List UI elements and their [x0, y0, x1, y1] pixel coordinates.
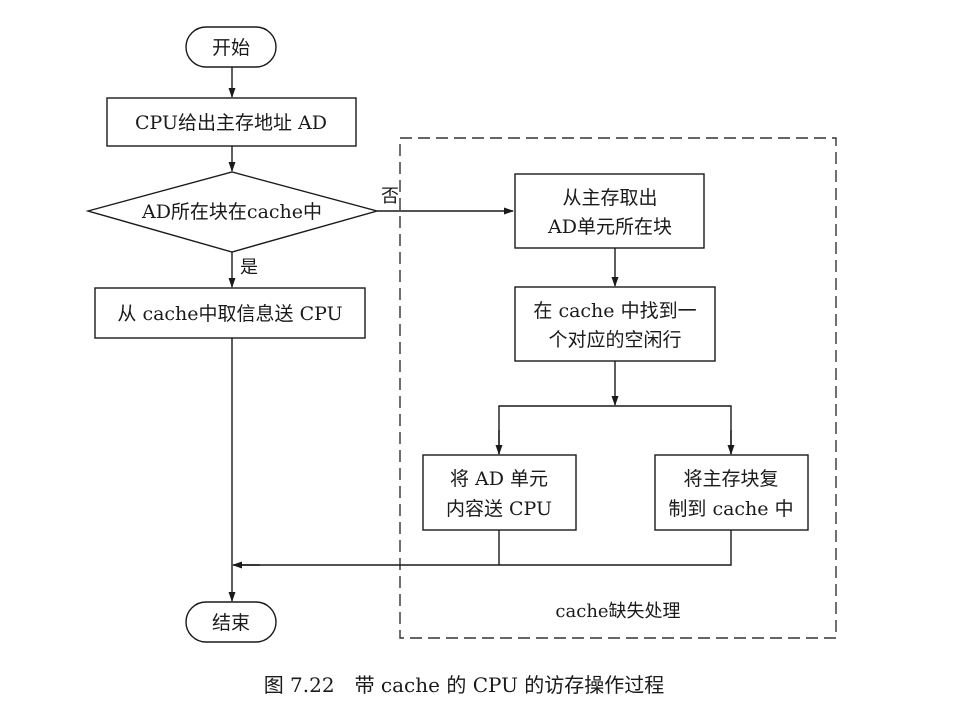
- node-fetch-block-line2: AD单元所在块: [547, 216, 672, 238]
- edge-label-no: 否: [381, 186, 399, 207]
- node-fetch-block-line1: 从主存取出: [562, 187, 657, 209]
- node-copy-block-line2: 制到 cache 中: [668, 498, 793, 520]
- node-issue-address-label: CPU给出主存地址 AD: [135, 112, 327, 134]
- cache-miss-group-label: cache缺失处理: [555, 601, 680, 622]
- node-start-label: 开始: [212, 37, 250, 59]
- node-fetch-block: 从主存取出 AD单元所在块: [514, 173, 705, 249]
- node-read-from-cache: 从 cache中取信息送 CPU: [94, 287, 366, 339]
- node-issue-address: CPU给出主存地址 AD: [106, 97, 357, 147]
- node-copy-block-line1: 将主存块复: [683, 468, 778, 490]
- node-find-free-line-line1: 在 cache 中找到一: [533, 300, 696, 322]
- merge-from-copy: [240, 530, 732, 566]
- node-end: 结束: [185, 601, 277, 643]
- node-check-hit-label: AD所在块在cache中: [141, 201, 322, 223]
- node-find-free-line-line2: 个对应的空闲行: [548, 329, 681, 351]
- node-read-from-cache-label: 从 cache中取信息送 CPU: [117, 303, 342, 325]
- edge-label-yes: 是: [240, 257, 258, 278]
- node-send-to-cpu-line1: 将 AD 单元: [450, 468, 548, 490]
- node-copy-block: 将主存块复 制到 cache 中: [654, 454, 809, 531]
- figure-caption: 图 7.22 带 cache 的 CPU 的访存操作过程: [264, 673, 665, 697]
- node-find-free-line: 在 cache 中找到一 个对应的空闲行: [514, 286, 716, 362]
- node-start: 开始: [185, 26, 277, 68]
- split-connector: [498, 405, 732, 454]
- cache-miss-group: [399, 137, 837, 639]
- node-end-label: 结束: [212, 612, 250, 634]
- node-check-hit: AD所在块在cache中: [85, 171, 380, 253]
- node-send-to-cpu-line2: 内容送 CPU: [446, 498, 552, 520]
- node-send-to-cpu: 将 AD 单元 内容送 CPU: [422, 454, 577, 531]
